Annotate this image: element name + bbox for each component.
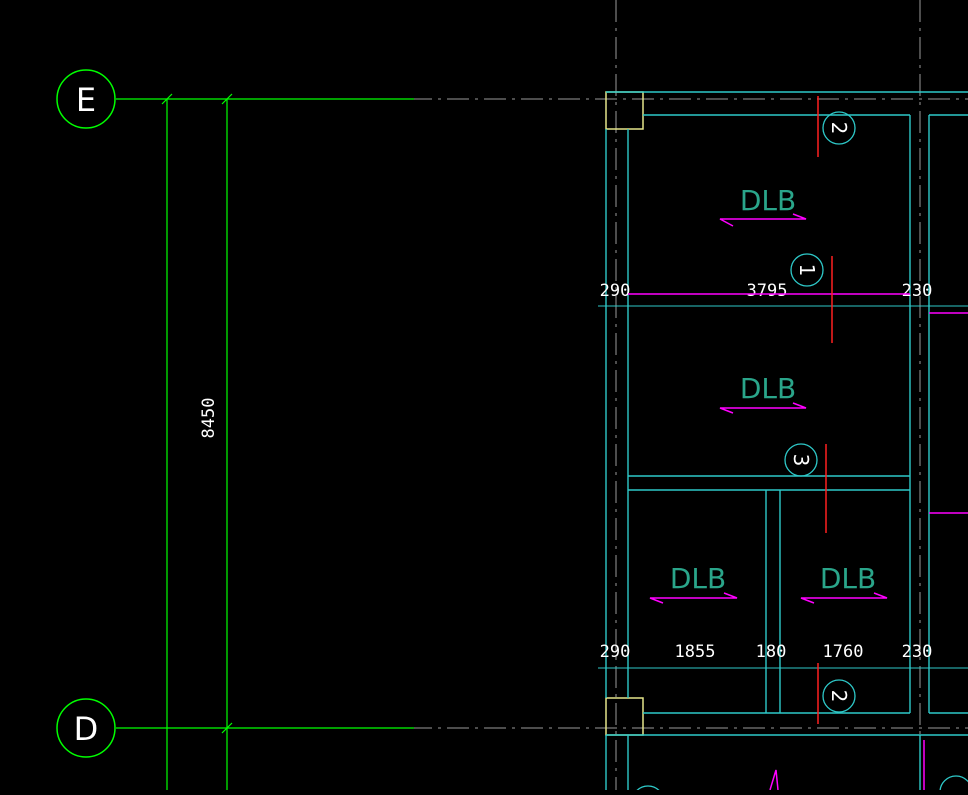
rebar-arrow (769, 769, 779, 791)
dimension-text: 180 (756, 642, 787, 662)
columns (605, 91, 644, 736)
dimension-texts-bottom: 290 1855 180 1760 230 (600, 642, 933, 662)
section-mark-label: 1 (795, 264, 819, 277)
section-mark-label: 2 (827, 690, 851, 703)
column-bottom (605, 697, 644, 736)
slab-label: DLB (670, 562, 726, 595)
dimension-text: 1855 (675, 642, 716, 662)
section-mark-circle (790, 253, 824, 287)
column-top (605, 91, 644, 130)
slab-label: DLB (740, 184, 796, 217)
dimension-texts-top: 290 3795 230 (600, 281, 933, 301)
section-mark: 3 (784, 443, 818, 477)
section-cuts (817, 96, 833, 724)
rebar-arrow (649, 592, 738, 604)
section-mark-circle (822, 679, 856, 713)
dimension-text: 3795 (747, 281, 788, 301)
dimension-text: 1760 (823, 642, 864, 662)
walls (605, 91, 968, 790)
dimension-text: 230 (902, 642, 933, 662)
slab-label: DLB (820, 562, 876, 595)
dimension-vertical-span: 8450 (199, 398, 219, 439)
rebar-arrow (800, 592, 888, 604)
dimension-tick (161, 93, 173, 105)
dimension-text: 290 (600, 642, 631, 662)
axis-bubble-circle (56, 698, 116, 758)
rebar-arrow (719, 213, 807, 227)
grid-lines (116, 93, 414, 790)
centerlines (410, 0, 968, 790)
dimension-lines (598, 305, 968, 669)
section-mark-circle (939, 775, 968, 795)
section-mark: 2 (822, 111, 856, 145)
section-mark-circle (784, 443, 818, 477)
rebar-arrow (719, 402, 807, 414)
axis-label-d: D (74, 710, 99, 748)
section-mark: 2 (822, 679, 856, 713)
partial-marks-bottom (632, 775, 968, 795)
section-mark: 1 (790, 253, 824, 287)
slab-label: DLB (740, 372, 796, 405)
section-mark-label: 2 (827, 122, 851, 135)
slab-labels: DLB DLB DLB DLB (670, 184, 876, 595)
dimension-text: 230 (902, 281, 933, 301)
axis-bubble-circle (56, 69, 116, 129)
axis-bubble-e: E (56, 69, 116, 129)
section-mark-circle (822, 111, 856, 145)
dimension-tick (221, 722, 233, 734)
dimension-tick (221, 93, 233, 105)
section-mark-circle (632, 785, 664, 795)
dimension-text: 290 (600, 281, 631, 301)
axis-label-e: E (76, 81, 96, 119)
rebar-lines (628, 213, 968, 791)
axis-bubble-d: D (56, 698, 116, 758)
section-mark-label: 3 (789, 454, 813, 467)
